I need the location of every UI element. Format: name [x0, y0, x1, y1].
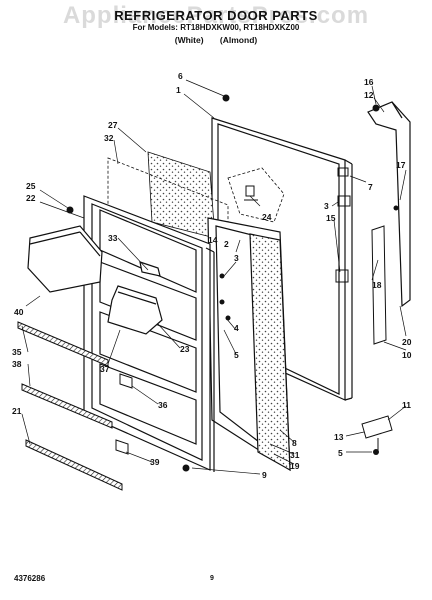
callout-23: 23 — [180, 344, 190, 354]
callout-8: 8 — [292, 438, 297, 448]
callout-7: 7 — [368, 182, 373, 192]
callout-15: 15 — [326, 213, 336, 223]
callout-32: 32 — [104, 133, 114, 143]
callout-13: 13 — [334, 432, 344, 442]
callout-40: 40 — [14, 307, 24, 317]
callout-3b: 3 — [234, 253, 239, 263]
callout-12: 12 — [364, 90, 374, 100]
door-gasket-frame — [207, 217, 291, 472]
callout-38: 38 — [12, 359, 22, 369]
callout-6: 6 — [178, 71, 183, 81]
callout-18: 18 — [372, 280, 382, 290]
callout-24: 24 — [262, 212, 272, 222]
callout-numbers: 6 1 16 12 27 32 25 22 14 24 17 7 3 15 2 … — [12, 71, 412, 480]
page-number: 9 — [210, 575, 214, 582]
callout-1: 1 — [176, 85, 181, 95]
door-bin — [107, 261, 163, 335]
label-area — [227, 167, 285, 223]
callout-14: 14 — [208, 235, 218, 245]
site-watermark: AppliancePartsPros.com — [62, 2, 370, 29]
handle-trim-strip — [371, 225, 387, 345]
door-liner — [83, 195, 215, 472]
door-shelf-rail-lower — [25, 439, 123, 491]
callout-11: 11 — [402, 400, 411, 410]
door-shelf-rail-middle — [21, 383, 113, 429]
callout-9: 9 — [262, 470, 267, 480]
dairy-bin — [27, 225, 103, 293]
door-shelf-rail-upper — [17, 321, 109, 367]
callout-31: 31 — [290, 450, 300, 460]
door-handle — [367, 101, 411, 308]
document-number: 4376286 — [14, 574, 46, 583]
callout-2: 2 — [224, 239, 229, 249]
color-variants: (White) (Almond) — [174, 35, 258, 45]
callout-33: 33 — [108, 233, 118, 243]
callout-10: 10 — [402, 350, 412, 360]
callout-leader-lines — [21, 79, 407, 475]
page-title: REFRIGERATOR DOOR PARTS — [114, 8, 318, 23]
bottom-hinge — [361, 415, 393, 452]
callout-37: 37 — [100, 364, 110, 374]
shelf-retainer-36 — [119, 373, 133, 389]
shelf-retainer-39 — [115, 439, 129, 455]
callout-21: 21 — [12, 406, 22, 416]
screw-fasteners — [66, 94, 399, 472]
callout-35: 35 — [12, 347, 22, 357]
callout-36: 36 — [158, 400, 168, 410]
callout-5: 5 — [234, 350, 239, 360]
callout-16: 16 — [364, 77, 374, 87]
callout-5b: 5 — [338, 448, 343, 458]
callout-25: 25 — [26, 181, 36, 191]
callout-39: 39 — [150, 457, 160, 467]
callout-3: 3 — [324, 201, 329, 211]
hinge-bracket — [335, 167, 351, 283]
model-list: For Models: RT18HDXKW00, RT18HDXKZ00 — [132, 23, 300, 32]
callout-20: 20 — [402, 337, 412, 347]
callout-17: 17 — [396, 160, 406, 170]
callout-22: 22 — [26, 193, 36, 203]
callout-4: 4 — [234, 323, 239, 333]
callout-27: 27 — [108, 120, 118, 130]
callout-19: 19 — [290, 461, 300, 471]
